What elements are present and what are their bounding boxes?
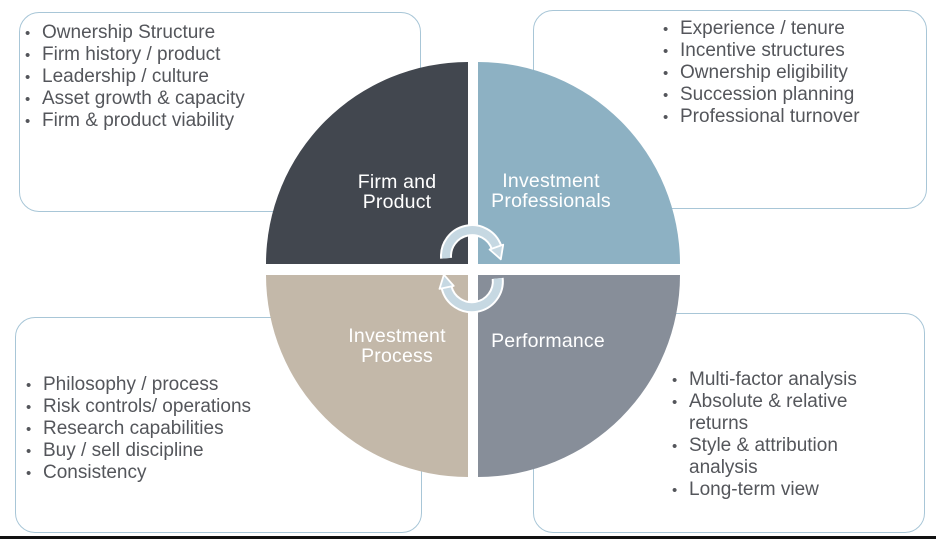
bullet-item: Buy / sell discipline xyxy=(23,440,251,463)
bullet-list-investment-professionals: Experience / tenure Incentive structures… xyxy=(660,18,860,129)
note-box-investment-process: Philosophy / process Risk controls/ oper… xyxy=(15,317,422,533)
label-line: Investment xyxy=(502,170,600,192)
quadrant-label-investment-professionals: Investment Professionals xyxy=(491,171,611,211)
bullet-item: Asset growth & capacity xyxy=(22,88,245,111)
label-line: Investment xyxy=(348,325,446,347)
bullet-item: Experience / tenure xyxy=(660,18,860,41)
label-line: Performance xyxy=(491,330,605,352)
cycle-arrowhead-left xyxy=(438,273,455,290)
bullet-list-investment-process: Philosophy / process Risk controls/ oper… xyxy=(23,374,251,485)
quadrant-label-investment-process: Investment Process xyxy=(348,326,445,366)
label-line: Product xyxy=(362,191,432,213)
bullet-item: Absolute & relative returns xyxy=(669,391,907,435)
cycle-arrow-top xyxy=(442,226,501,259)
cycle-arrows-icon xyxy=(438,224,505,314)
note-box-performance: Multi-factor analysis Absolute & relativ… xyxy=(533,313,925,533)
bullet-item: Professional turnover xyxy=(660,106,860,129)
bullet-item: Style & attribution analysis xyxy=(669,435,907,479)
bullet-item: Ownership eligibility xyxy=(660,62,860,85)
label-line: Professionals xyxy=(491,190,611,212)
bullet-item: Multi-factor analysis xyxy=(669,369,907,392)
quadrant-label-performance: Performance xyxy=(491,331,605,351)
bullet-list-firm-product: Ownership Structure Firm history / produ… xyxy=(22,22,245,133)
bullet-item: Ownership Structure xyxy=(22,22,245,45)
bullet-item: Long-term view xyxy=(669,479,907,502)
bullet-item: Firm & product viability xyxy=(22,110,245,133)
bullet-item: Incentive structures xyxy=(660,40,860,63)
label-line: Firm and xyxy=(357,171,437,193)
bullet-item: Succession planning xyxy=(660,84,860,107)
bullet-item: Risk controls/ operations xyxy=(23,396,251,419)
quadrant-label-firm-product: Firm and Product xyxy=(358,172,437,212)
bottom-rule xyxy=(0,536,936,539)
cycle-arrowhead-right xyxy=(488,243,505,261)
bullet-list-performance: Multi-factor analysis Absolute & relativ… xyxy=(669,369,907,502)
bullet-item: Consistency xyxy=(23,462,251,485)
bullet-item: Research capabilities xyxy=(23,418,251,441)
label-line: Process xyxy=(361,345,433,367)
cycle-arrow-bottom xyxy=(442,277,502,312)
bullet-item: Firm history / product xyxy=(22,44,245,67)
note-box-firm-product: Ownership Structure Firm history / produ… xyxy=(19,12,421,212)
bullet-item: Leadership / culture xyxy=(22,66,245,89)
bullet-item: Philosophy / process xyxy=(23,374,251,397)
